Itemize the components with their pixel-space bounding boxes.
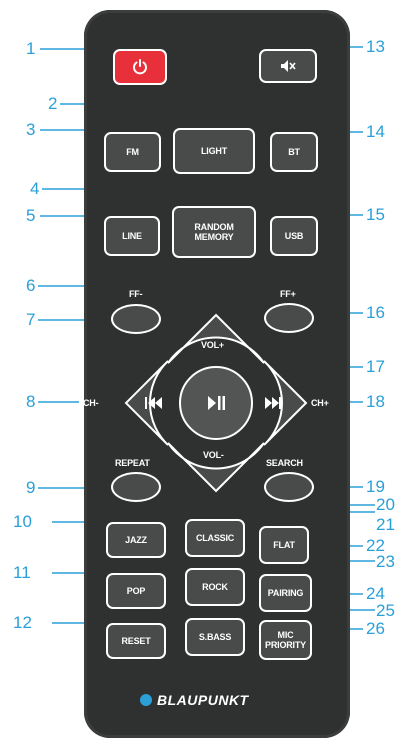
ff-plus-label: FF+ [280, 289, 296, 299]
callout-13: 13 [366, 37, 385, 56]
mute-button[interactable] [259, 49, 317, 83]
callout-15: 15 [366, 205, 385, 224]
callout-7: 7 [26, 310, 36, 329]
brand-name: BLAUPUNKT [157, 692, 249, 708]
search-button[interactable] [264, 472, 314, 502]
callout-22: 22 [366, 536, 385, 555]
callout-10: 10 [13, 512, 32, 531]
fm-button[interactable]: FM [104, 132, 161, 172]
callout-26: 26 [366, 619, 385, 638]
callout-9: 9 [26, 478, 36, 497]
skip-forward-icon [265, 397, 281, 409]
mic-priority-button[interactable]: MIC PRIORITY [259, 620, 312, 660]
line-label: LINE [122, 231, 142, 241]
callout-12: 12 [13, 613, 32, 632]
vol-minus-label: VOL- [203, 450, 224, 460]
mute-icon [281, 60, 296, 72]
vol-plus-key[interactable] [167, 313, 265, 364]
light-label: LIGHT [201, 146, 227, 156]
ff-minus-button[interactable] [111, 304, 161, 334]
callout-14: 14 [366, 122, 385, 141]
classic-button[interactable]: CLASSIC [185, 519, 245, 557]
callout-24: 24 [366, 584, 385, 603]
rock-button[interactable]: ROCK [185, 568, 245, 606]
power-button[interactable] [113, 49, 167, 85]
random-memory-button[interactable]: RANDOM MEMORY [172, 206, 256, 258]
callout-3: 3 [26, 120, 36, 139]
callout-4: 4 [30, 179, 40, 198]
usb-label: USB [284, 231, 304, 241]
line-button[interactable]: LINE [104, 216, 160, 256]
fm-label: FM [126, 147, 139, 157]
flat-button[interactable]: FLAT [259, 526, 309, 564]
reset-button[interactable]: RESET [106, 623, 166, 659]
brand-logo: BLAUPUNKT [140, 692, 249, 708]
callout-8: 8 [26, 392, 36, 411]
callout-5: 5 [26, 206, 36, 225]
power-icon [133, 59, 147, 75]
callout-19: 19 [366, 477, 385, 496]
rock-label: ROCK [202, 582, 228, 592]
repeat-button[interactable] [111, 472, 161, 502]
logo-dot-icon [140, 694, 152, 706]
callout-6: 6 [26, 276, 36, 295]
flat-label: FLAT [273, 540, 295, 550]
vol-plus-label: VOL+ [201, 340, 224, 350]
mic-priority-label: MIC PRIORITY [265, 630, 306, 650]
ch-plus-key[interactable] [263, 360, 308, 446]
pairing-button[interactable]: PAIRING [259, 574, 312, 612]
callout-23: 23 [376, 552, 395, 571]
callout-16: 16 [366, 303, 385, 322]
callout-18: 18 [366, 392, 385, 411]
bt-button[interactable]: BT [270, 132, 318, 172]
ff-plus-button[interactable] [264, 303, 314, 333]
jazz-label: JAZZ [125, 535, 147, 545]
search-label: SEARCH [266, 458, 303, 468]
ff-minus-label: FF- [129, 289, 143, 299]
reset-label: RESET [121, 636, 151, 646]
ch-plus-label: CH+ [311, 398, 329, 408]
callout-20: 20 [376, 495, 395, 514]
random-memory-label: RANDOM MEMORY [194, 222, 234, 242]
callout-2: 2 [48, 94, 58, 113]
callout-25: 25 [376, 601, 395, 620]
play-pause-icon [208, 396, 225, 410]
callout-21: 21 [376, 515, 395, 534]
pairing-label: PAIRING [267, 588, 304, 598]
callout-17: 17 [366, 357, 385, 376]
bt-label: BT [288, 147, 300, 157]
callout-1: 1 [26, 39, 36, 58]
callout-11: 11 [13, 563, 31, 582]
ch-minus-label: CH- [83, 398, 99, 408]
sbass-button[interactable]: S.BASS [185, 618, 245, 656]
navigation-pad [124, 313, 308, 493]
pop-label: POP [126, 586, 146, 596]
pop-button[interactable]: POP [106, 573, 166, 609]
sbass-label: S.BASS [198, 632, 232, 642]
usb-button[interactable]: USB [270, 216, 318, 256]
classic-label: CLASSIC [195, 533, 235, 543]
light-button[interactable]: LIGHT [173, 128, 255, 174]
vol-minus-key[interactable] [167, 442, 265, 493]
jazz-button[interactable]: JAZZ [106, 522, 166, 558]
repeat-label: REPEAT [115, 458, 150, 468]
skip-back-icon [145, 397, 162, 409]
